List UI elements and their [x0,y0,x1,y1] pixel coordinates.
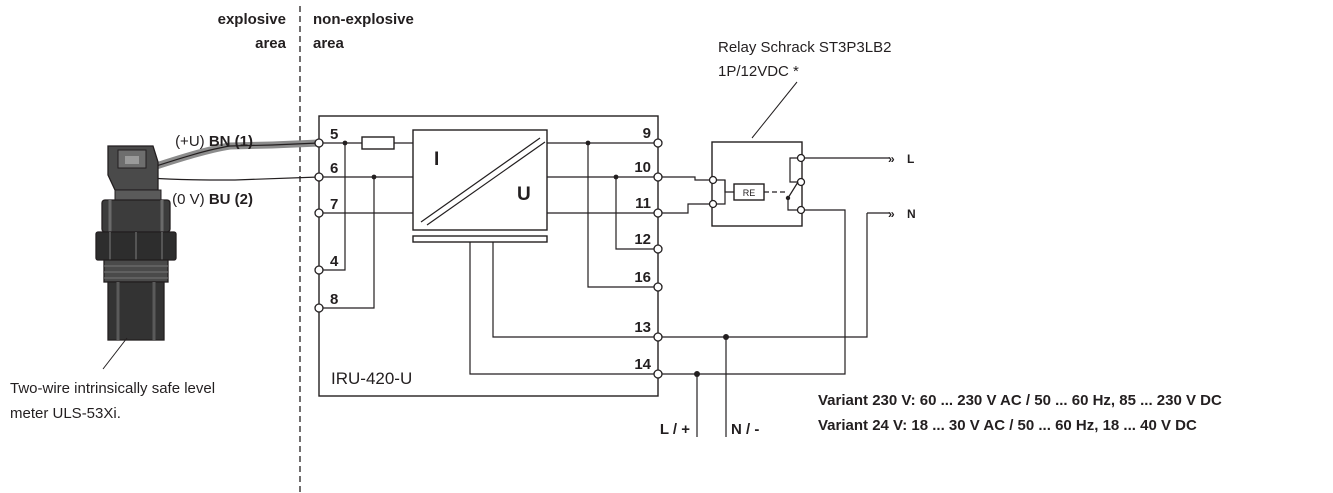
relay-coil-label: RE [743,188,756,198]
output-n-label: N [907,207,916,221]
explosive-area-label-2: area [255,35,287,52]
svg-text:5: 5 [330,126,338,143]
sensor-caption-2: meter ULS-53Xi. [10,405,121,422]
terminal-7: 7 [314,196,338,218]
svg-text:11: 11 [635,195,651,212]
bn-wire-label: (+U) BN (1) [175,133,253,150]
converter-block [412,129,548,231]
converter-input-symbol: I [434,149,439,170]
relay-leader-line [751,81,798,139]
sensor-leader-line [102,337,128,370]
terminal-14: 14 [634,356,663,379]
converter-output-symbol: U [517,184,531,205]
terminal-8: 8 [314,291,338,313]
variant-24v-text: Variant 24 V: 18 ... 30 V AC / 50 ... 60… [818,417,1197,434]
svg-text:12: 12 [634,231,651,248]
sensor-caption-1: Two-wire intrinsically safe level [10,380,215,397]
svg-text:»: » [888,207,895,221]
terminal-9: 9 [643,125,663,148]
variant-230v-text: Variant 230 V: 60 ... 230 V AC / 50 ... … [818,392,1222,409]
svg-text:13: 13 [634,319,651,336]
non-explosive-area-label-2: area [313,35,345,52]
power-supply-bar [412,235,548,243]
level-meter-icon [95,139,323,341]
svg-text:4: 4 [330,253,339,270]
svg-text:9: 9 [643,125,651,142]
svg-text:6: 6 [330,160,338,177]
converter-name: IRU-420-U [331,369,412,388]
power-l-plus-label: L / + [660,421,690,438]
terminal-4: 4 [314,253,339,275]
svg-text:10: 10 [634,159,651,176]
svg-text:16: 16 [634,269,651,286]
terminal-11: 11 [635,195,663,218]
svg-text:»: » [888,152,895,166]
terminal-5: 5 [314,126,338,148]
svg-text:8: 8 [330,291,338,308]
relay-label-2: 1P/12VDC * [718,63,799,80]
non-explosive-area-label-1: non-explosive [313,11,414,28]
output-l-label: L [907,152,914,166]
terminal-13: 13 [634,319,663,342]
resistor [361,136,395,150]
relay-label-1: Relay Schrack ST3P3LB2 [718,39,891,56]
terminal-16: 16 [634,269,663,292]
terminal-12: 12 [634,231,663,254]
bu-wire-label: (0 V) BU (2) [172,191,253,208]
explosive-area-label-1: explosive [218,11,286,28]
power-n-minus-label: N / - [731,421,759,438]
svg-text:14: 14 [634,356,651,373]
terminal-6: 6 [314,160,338,182]
converter-enclosure [318,115,659,397]
svg-text:7: 7 [330,196,338,213]
